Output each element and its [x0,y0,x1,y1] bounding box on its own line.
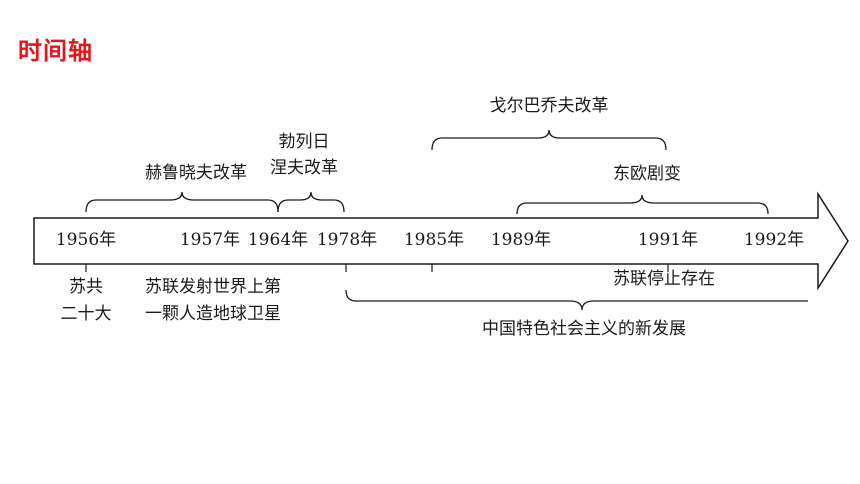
label-brezhnev-reform-line2: 涅夫改革 [270,158,338,178]
braces-above [85,129,769,215]
label-satellite-line1: 苏联发射世界上第 [145,277,281,297]
label-brezhnev-reform-line1: 勃列日 [278,132,330,152]
label-ussr-dissolved: 苏联停止存在 [613,269,715,289]
year-1992: 1992年 [743,230,805,250]
label-satellite-line2: 一颗人造地球卫星 [145,304,281,324]
brace-eastern-europe [516,194,769,215]
year-ticks [85,264,669,272]
timeline-arrow [33,191,849,291]
brace-khrushchev [85,191,279,213]
year-1989: 1989年 [490,230,552,250]
year-1964: 1964年 [247,230,309,250]
label-khrushchev-reform: 赫鲁晓夫改革 [145,163,247,183]
page-title: 时间轴 [18,37,93,65]
year-1985: 1985年 [403,230,465,250]
label-cpsu-20th-line1: 苏共 [69,277,103,297]
year-1956: 1956年 [55,230,117,250]
brace-china-development [345,289,808,311]
year-1957: 1957年 [179,230,241,250]
brace-gorbachev [431,129,667,151]
label-china-development: 中国特色社会主义的新发展 [482,319,686,339]
label-cpsu-20th-line2: 二十大 [60,304,112,324]
label-gorbachev-reform: 戈尔巴乔夫改革 [489,96,609,116]
year-1978: 1978年 [316,230,378,250]
brace-brezhnev [277,191,345,213]
label-eastern-europe-upheaval: 东欧剧变 [613,164,681,184]
year-1991: 1991年 [637,230,699,250]
